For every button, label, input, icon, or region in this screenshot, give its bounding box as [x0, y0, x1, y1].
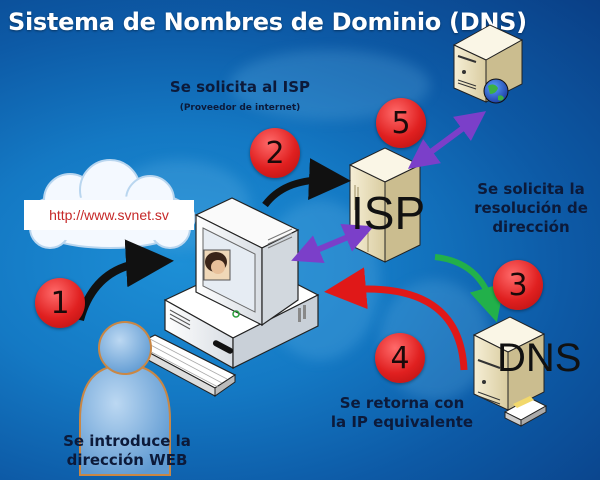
step-badge-5: 5: [376, 98, 426, 148]
caption-step-1: Se introduce la dirección WEB: [63, 432, 191, 469]
step-badge-3: 3: [493, 260, 543, 310]
step-badge-2: 2: [250, 128, 300, 178]
web-server-icon: [452, 24, 524, 104]
dns-server-icon: [472, 316, 548, 427]
arrow-pc-isp: [291, 223, 374, 264]
url-text: http://www.svnet.sv: [24, 200, 194, 230]
caption-step-3: Se solicita la resolución de dirección: [474, 180, 588, 236]
arrow-step-5: [407, 111, 487, 169]
step-badge-1: 1: [35, 278, 85, 328]
arrow-step-4: [324, 267, 468, 371]
caption-step-4: Se retorna con la IP equivalente: [330, 394, 474, 431]
computer-icon: [163, 197, 320, 370]
caption-step-2: Se solicita al ISP (Proveedor de interne…: [169, 78, 311, 113]
diagram-title: Sistema de Nombres de Dominio (DNS): [8, 8, 527, 36]
arrow-step-1: [76, 239, 174, 322]
isp-label: ISP: [351, 187, 426, 239]
dns-label: DNS: [497, 336, 582, 380]
step-badge-4: 4: [375, 333, 425, 383]
arrow-step-2: [262, 158, 351, 208]
user-icon: [79, 321, 171, 476]
arrow-step-3: [434, 254, 505, 323]
isp-server-icon: [348, 147, 422, 263]
